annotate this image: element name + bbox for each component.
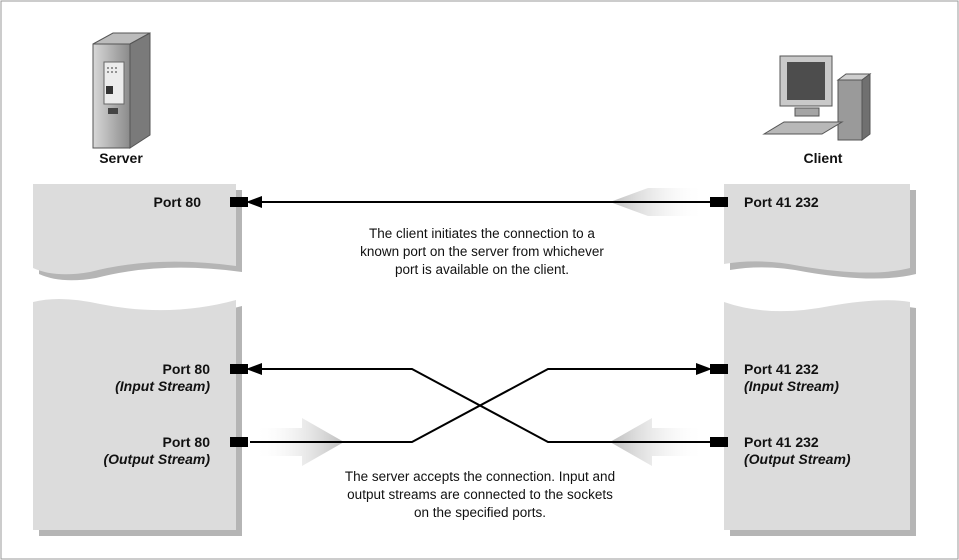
server-output-stream-label: (Output Stream) xyxy=(103,451,210,467)
server-input-socket xyxy=(230,364,248,374)
client-input-stream-label: (Input Stream) xyxy=(744,378,839,394)
client-connect-port-label: Port 41 232 xyxy=(744,194,819,210)
server-title: Server xyxy=(99,150,143,166)
server-connect-port-label: Port 80 xyxy=(154,194,202,210)
client-output-port-label: Port 41 232 xyxy=(744,434,819,450)
connect-arrowhead-icon xyxy=(246,196,262,208)
client-stream-panel xyxy=(724,300,910,530)
stream-caption-line-1: The server accepts the connection. Input… xyxy=(345,469,615,484)
client-output-socket xyxy=(710,437,728,447)
client-title: Client xyxy=(804,150,843,166)
server-port-80-socket xyxy=(230,197,248,207)
client-input-stream-line xyxy=(250,368,700,443)
server-stream-panel xyxy=(33,298,236,530)
desktop-computer-icon xyxy=(762,55,872,141)
server-input-arrowhead-icon xyxy=(246,363,262,375)
connect-caption-line-1: The client initiates the connection to a xyxy=(369,226,595,241)
client-connect-panel xyxy=(724,184,910,273)
stream-caption-line-2: output streams are connected to the sock… xyxy=(347,487,613,502)
client-input-socket xyxy=(710,364,728,374)
client-input-port-label: Port 41 232 xyxy=(744,361,819,377)
client-port-41232-socket xyxy=(710,197,728,207)
server-output-socket xyxy=(230,437,248,447)
stream-caption-line-3: on the specified ports. xyxy=(414,505,546,520)
client-output-stream-label: (Output Stream) xyxy=(744,451,851,467)
server-tower-icon xyxy=(92,32,151,149)
server-input-port-label: Port 80 xyxy=(163,361,211,377)
client-input-arrowhead-icon xyxy=(696,363,712,375)
connect-caption-line-2: known port on the server from whichever xyxy=(360,244,604,259)
server-connect-panel xyxy=(33,184,236,275)
server-input-stream-label: (Input Stream) xyxy=(115,378,210,394)
connect-caption-line-3: port is available on the client. xyxy=(395,262,569,277)
server-output-port-label: Port 80 xyxy=(163,434,211,450)
